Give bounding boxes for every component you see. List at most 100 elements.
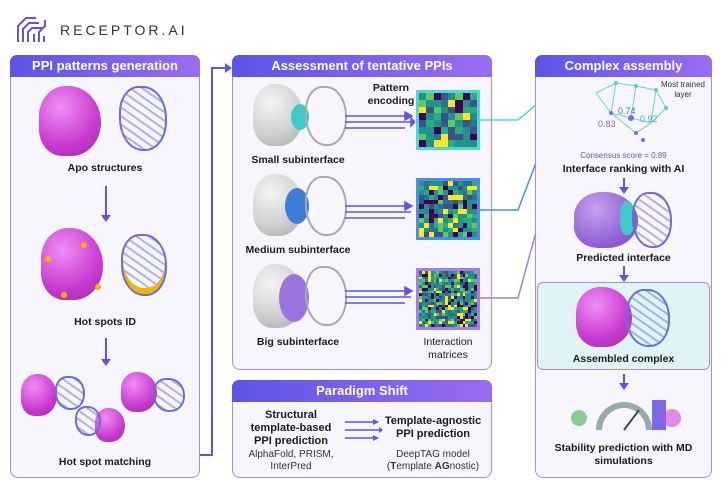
matrix-cell — [448, 271, 451, 274]
matrix-cell — [448, 232, 453, 237]
matrix-cell — [472, 218, 477, 223]
matrix-cell — [448, 315, 451, 319]
matrix-cell — [423, 190, 429, 195]
matrix-cell — [468, 312, 472, 316]
matrix-cell — [455, 126, 463, 134]
matrix-cell — [448, 204, 453, 209]
matrix-cell — [474, 318, 477, 322]
matrix-cell — [428, 213, 434, 219]
down-arrow — [619, 266, 629, 282]
matrix-cell — [462, 126, 470, 134]
matrix-cell — [427, 324, 431, 327]
matrix-cell — [442, 290, 446, 294]
matrix-cell — [459, 298, 463, 302]
matrix-cell — [453, 304, 457, 308]
matrix-cell — [453, 287, 457, 291]
neural-brain-icon — [595, 81, 668, 142]
matrix-cell — [436, 298, 440, 302]
matrix-cell — [419, 284, 422, 288]
matrix-cell — [421, 321, 425, 325]
matrix-cell — [471, 287, 475, 291]
ppi-generation-panel: PPI patterns generation Apo structures H… — [10, 55, 200, 478]
matrix-cell — [438, 181, 444, 186]
matrix-cell — [459, 312, 463, 316]
row-label: Small subinterface — [251, 154, 345, 166]
matrix-cell — [462, 133, 470, 141]
matrix-cell — [428, 194, 434, 200]
matrix-cell — [430, 318, 434, 322]
matrix-cell — [443, 181, 448, 186]
matrix-cell — [472, 181, 477, 186]
matrix-cell — [439, 324, 443, 327]
matrix-cell — [471, 276, 475, 280]
matrix-cell — [436, 307, 440, 311]
matrix-cell — [474, 279, 477, 283]
matrix-cell — [468, 287, 472, 291]
matrix-cell — [457, 185, 463, 191]
matrix-cell — [419, 106, 427, 114]
matrix-cell — [428, 199, 434, 205]
matrix-cell — [468, 290, 472, 294]
matrix-cell — [430, 282, 434, 285]
matrix-cell — [424, 287, 428, 291]
matrix-cell — [468, 307, 472, 311]
matrix-cell — [453, 321, 457, 325]
matrix-cell — [424, 301, 428, 305]
matrix-cell — [465, 282, 469, 285]
matrix-cell — [453, 293, 457, 297]
matrix-cell — [433, 106, 441, 114]
matrix-cell — [442, 298, 446, 302]
matrix-cell — [442, 321, 446, 325]
matrix-cell — [433, 194, 439, 200]
interaction-matrix-big — [416, 268, 480, 330]
matrix-cell — [433, 282, 437, 285]
matrix-cell — [448, 273, 451, 277]
matrix-cell — [424, 298, 428, 302]
matrix-cell — [459, 321, 463, 325]
matrix-cell — [426, 99, 434, 107]
matrix-cell — [462, 199, 468, 205]
matrix-cell — [450, 315, 454, 319]
step-label: Assembled complex — [572, 353, 675, 365]
matrix-cell — [433, 284, 437, 288]
matrix-cell — [462, 298, 466, 302]
matrix-cell — [450, 307, 454, 311]
matrix-cell — [421, 301, 425, 305]
matrix-cell — [465, 287, 469, 291]
matrix-cell — [440, 140, 448, 147]
matrix-cell — [453, 298, 457, 302]
matrix-cell — [450, 287, 454, 291]
matrix-cell — [467, 227, 473, 233]
matrix-cell — [450, 324, 454, 327]
matrix-cell — [423, 181, 429, 186]
template-agnostic-title: Template-agnostic PPI prediction — [384, 415, 482, 440]
matrix-cell — [439, 271, 443, 274]
matrix-cell — [457, 190, 463, 195]
matrix-cell — [448, 113, 456, 120]
matrix-cell — [472, 185, 477, 191]
matrix-cell — [427, 304, 431, 308]
matrix-cell — [445, 312, 448, 316]
matrix-cell — [426, 106, 434, 114]
matrix-cell — [453, 282, 457, 285]
matrix-cell — [474, 315, 477, 319]
matrix-cell — [452, 204, 458, 209]
matrix-cell — [474, 290, 477, 294]
matrix-cell — [419, 126, 427, 134]
matrix-cell — [468, 304, 472, 308]
matrix-cell — [462, 293, 466, 297]
matrix-cell — [419, 218, 424, 223]
matrix-cell — [442, 318, 446, 322]
matrix-cell — [448, 140, 456, 147]
matrix-cell — [419, 93, 427, 100]
matrix-cell — [465, 301, 469, 305]
matrix-cell — [445, 315, 448, 319]
matrix-cell — [459, 310, 463, 313]
matrix-cell — [467, 218, 473, 223]
matrix-cell — [445, 321, 448, 325]
matrix-cell — [471, 298, 475, 302]
matrix-cell — [472, 227, 477, 233]
row-label: Medium subinterface — [245, 244, 351, 256]
matrix-cell — [439, 312, 443, 316]
matrix-cell — [453, 273, 457, 277]
